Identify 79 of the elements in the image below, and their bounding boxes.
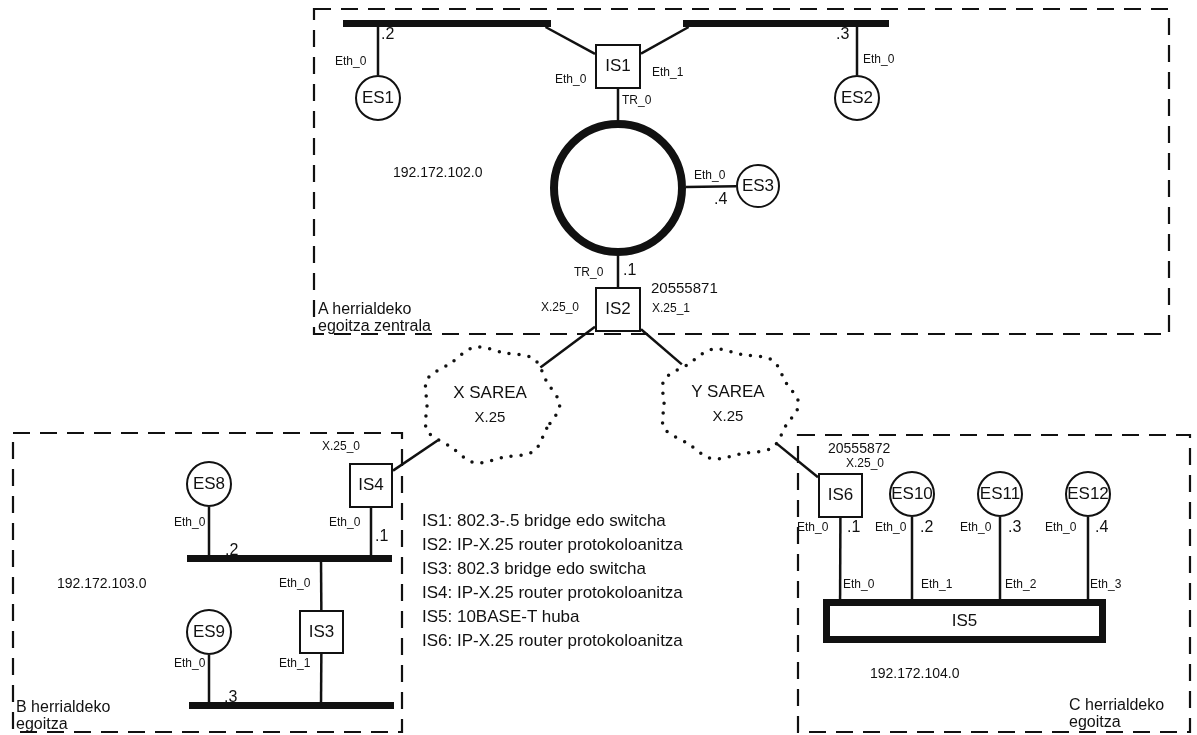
port-label: TR_0 — [574, 266, 604, 280]
legend-note: IS2: IP-X.25 router protokoloanitza — [422, 535, 683, 555]
network-link — [838, 518, 842, 599]
network-link — [855, 27, 859, 75]
port-label: Eth_0 — [694, 169, 726, 183]
ip-suffix: .2 — [920, 518, 934, 537]
network-link — [998, 517, 1002, 599]
network-link — [369, 508, 373, 555]
network-link — [616, 256, 620, 287]
network-link — [616, 89, 620, 120]
x25-address: 20555871 — [651, 279, 718, 297]
router-box: IS2 — [595, 287, 641, 332]
port-label: Eth_0 — [279, 577, 311, 591]
end-system-circle: ES3 — [736, 164, 780, 208]
network-link — [319, 654, 323, 702]
hub-box: IS5 — [823, 599, 1106, 643]
network-link — [392, 439, 439, 472]
router-box: IS6 — [818, 473, 863, 518]
port-label: Eth_2 — [1005, 578, 1037, 592]
token-ring — [550, 120, 686, 256]
network-link — [685, 185, 737, 189]
port-label: TR_0 — [622, 94, 652, 108]
network-address: 192.172.103.0 — [57, 575, 147, 592]
ip-suffix: .1 — [623, 261, 637, 280]
port-label: Eth_0 — [174, 516, 206, 530]
x25-address: 20555872 — [828, 440, 891, 457]
ip-suffix: .2 — [381, 25, 395, 44]
end-system-circle: ES2 — [834, 75, 880, 121]
network-link — [319, 562, 323, 610]
ip-suffix: .1 — [847, 518, 861, 537]
network-link — [640, 328, 683, 366]
network-link — [207, 507, 211, 555]
network-address: 192.172.104.0 — [870, 665, 960, 682]
network-address: 192.172.102.0 — [393, 164, 483, 181]
ip-suffix: .2 — [225, 541, 239, 560]
router-box: IS3 — [299, 610, 344, 654]
end-system-circle: ES10 — [889, 471, 935, 517]
legend-note: IS6: IP-X.25 router protokoloanitza — [422, 631, 683, 651]
port-label: X.25_0 — [846, 457, 885, 471]
port-label: X.25_0 — [541, 301, 580, 315]
port-label: Eth_0 — [1045, 521, 1077, 535]
site-name: C herrialdeko egoitza — [1069, 695, 1166, 731]
port-label: Eth_0 — [960, 521, 992, 535]
site-name: B herrialdeko egoitza — [16, 697, 112, 733]
network-link — [1086, 517, 1090, 599]
port-label: Eth_3 — [1090, 578, 1122, 592]
legend-note: IS4: IP-X.25 router protokoloanitza — [422, 583, 683, 603]
network-link — [544, 25, 596, 56]
network-link — [910, 517, 914, 599]
ip-suffix: .4 — [1095, 518, 1109, 537]
port-label: Eth_1 — [652, 66, 684, 80]
end-system-circle: ES9 — [186, 609, 232, 655]
port-label: Eth_0 — [875, 521, 907, 535]
end-system-circle: ES12 — [1065, 471, 1111, 517]
network-bus — [683, 20, 889, 27]
port-label: Eth_1 — [279, 657, 311, 671]
legend-note: IS3: 802.3 bridge edo switcha — [422, 559, 646, 579]
network-link — [539, 325, 596, 369]
network-link — [207, 655, 211, 702]
port-label: Eth_0 — [329, 516, 361, 530]
router-box: IS1 — [595, 44, 641, 89]
network-bus — [343, 20, 551, 27]
end-system-circle: ES11 — [977, 471, 1023, 517]
network-bus — [189, 702, 394, 709]
end-system-circle: ES8 — [186, 461, 232, 507]
site-name: A herrialdeko egoitza zentrala — [318, 299, 432, 335]
network-link — [774, 441, 819, 479]
ip-suffix: .4 — [714, 190, 728, 209]
ip-suffix: .3 — [1008, 518, 1022, 537]
network-bus — [187, 555, 392, 562]
ip-suffix: .3 — [224, 688, 238, 707]
ip-suffix: .1 — [375, 527, 389, 546]
router-box: IS4 — [349, 463, 393, 508]
port-label: Eth_1 — [921, 578, 953, 592]
end-system-circle: ES1 — [355, 75, 401, 121]
network-link — [376, 27, 380, 75]
ip-suffix: .3 — [836, 25, 850, 44]
legend-note: IS1: 802.3-.5 bridge edo switcha — [422, 511, 666, 531]
legend-note: IS5: 10BASE-T huba — [422, 607, 580, 627]
